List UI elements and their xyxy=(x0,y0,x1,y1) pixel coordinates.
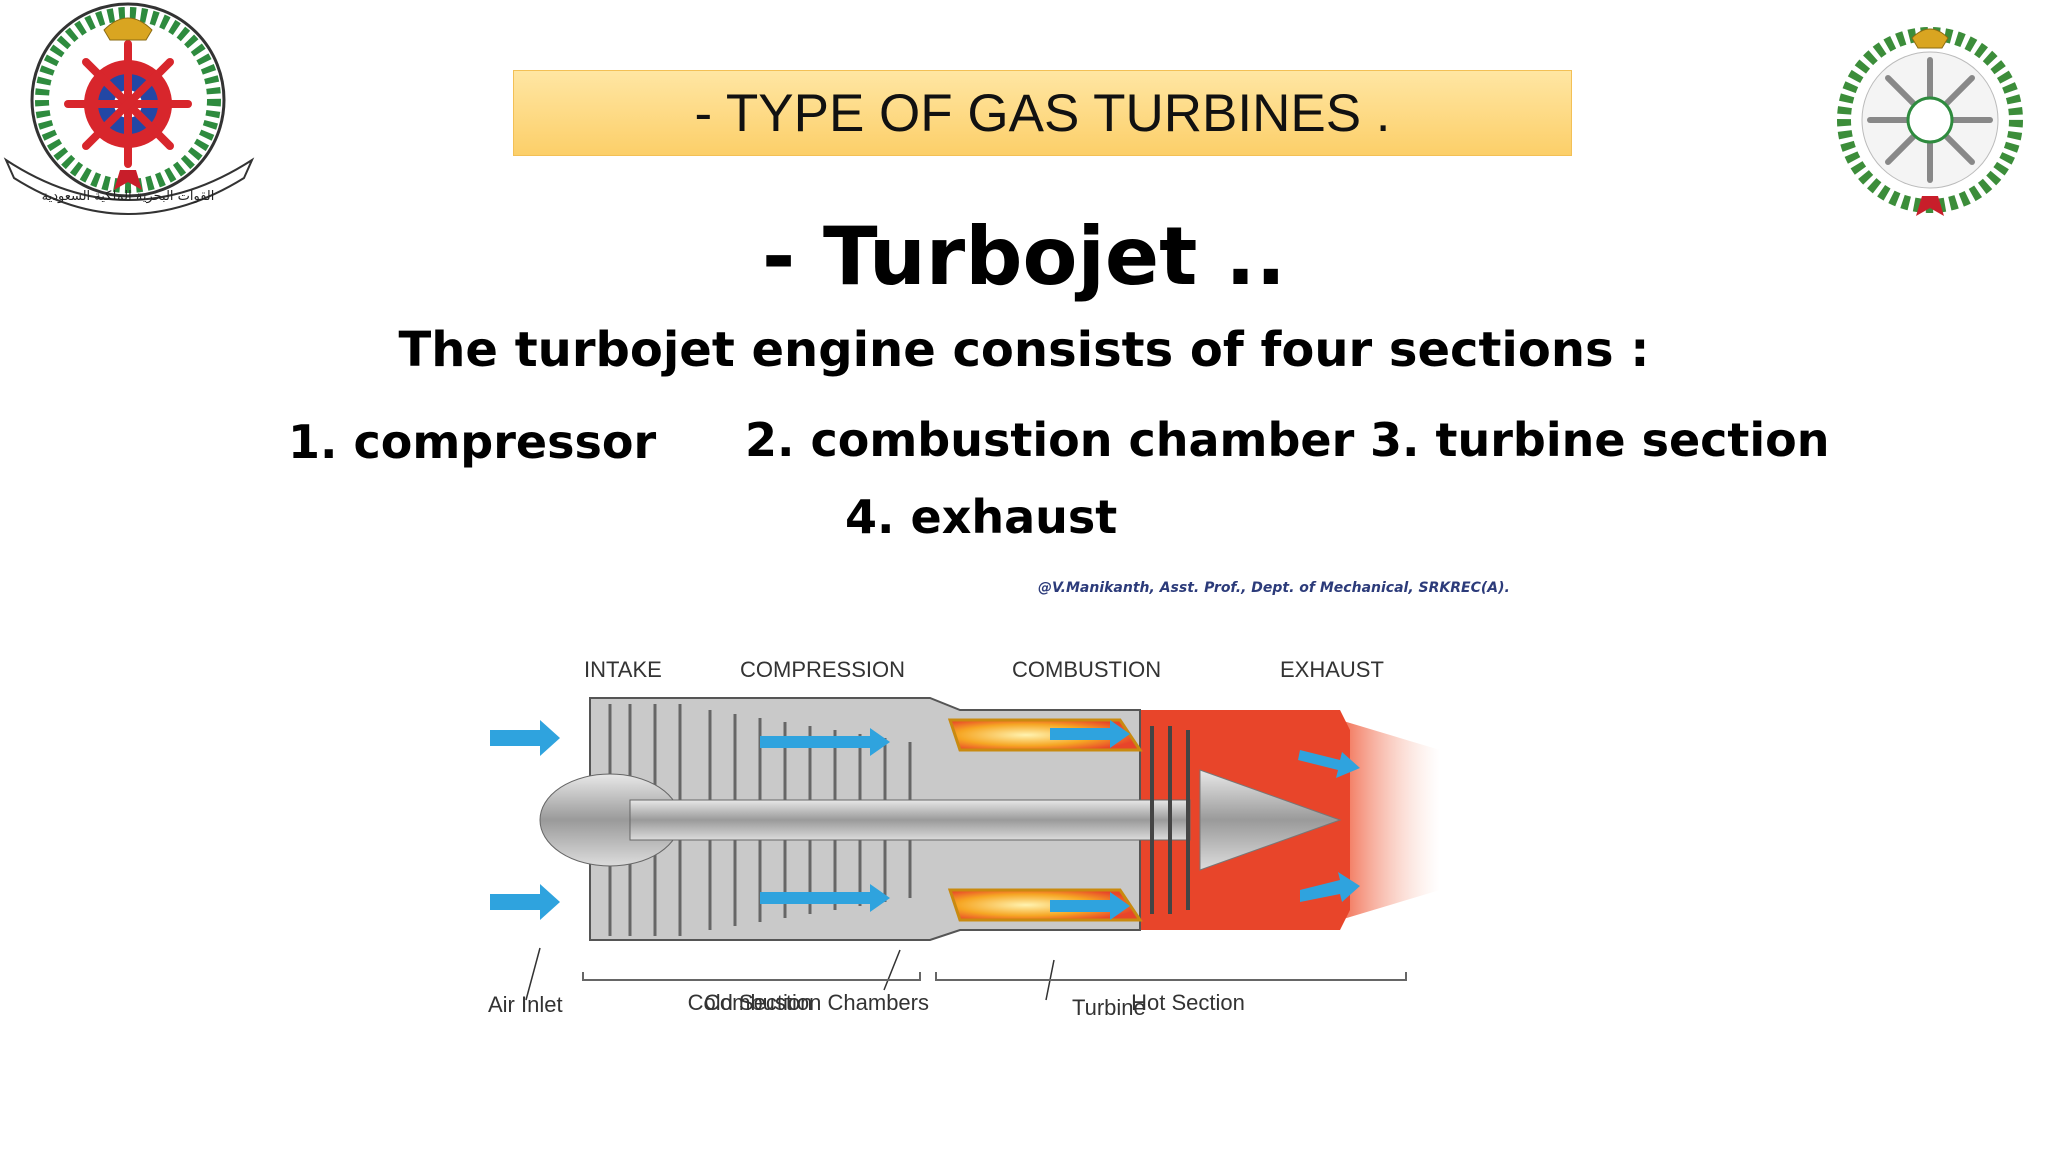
stage-label-exhaust: EXHAUST xyxy=(1280,657,1384,682)
combustor-bottom xyxy=(947,888,1143,922)
image-credit: @V.Manikanth, Asst. Prof., Dept. of Mech… xyxy=(1038,580,1510,596)
section-item-compressor: 1. compressor xyxy=(288,415,657,469)
navy-emblem-icon: القوات البحرية الملكية السعودية xyxy=(3,2,255,215)
slide-title: - TYPE OF GAS TURBINES . xyxy=(513,70,1572,156)
turbojet-heading: - Turbojet .. xyxy=(761,210,1287,303)
section-item-exhaust: 4. exhaust xyxy=(845,490,1118,544)
airflow-arrows xyxy=(490,720,1130,920)
stage-label-intake: INTAKE xyxy=(584,657,662,682)
navy-emblem-text: القوات البحرية الملكية السعودية xyxy=(42,189,215,204)
section-brackets: Cold Section Hot Section xyxy=(582,972,1407,1015)
hot-section-label: Hot Section xyxy=(1131,990,1245,1015)
section-item-turbine-section: 3. turbine section xyxy=(1370,413,1830,467)
stage-label-combustion: COMBUSTION xyxy=(1012,657,1161,682)
exhaust-cone xyxy=(1199,769,1342,871)
callout-turbine: Turbine xyxy=(1072,995,1146,1020)
turbine-blades xyxy=(1150,726,1190,914)
callout-air-inlet: Air Inlet xyxy=(488,992,563,1017)
military-emblem-icon xyxy=(1837,27,2023,216)
turbojet-diagram: INTAKE COMPRESSION COMBUSTION EXHAUST Ai… xyxy=(488,657,1440,1020)
exhaust-plume xyxy=(1340,720,1440,920)
callout-combustion-chambers: Combustion Chambers xyxy=(704,990,929,1015)
main-shaft xyxy=(629,799,1191,841)
section-item-combustion-chamber: 2. combustion chamber xyxy=(745,413,1355,467)
sections-intro: The turbojet engine consists of four sec… xyxy=(398,322,1650,378)
stage-label-compression: COMPRESSION xyxy=(740,657,905,682)
cold-section-label: Cold Section xyxy=(688,990,813,1015)
combustor-top xyxy=(947,718,1143,752)
exhaust-arrows xyxy=(1298,750,1360,902)
